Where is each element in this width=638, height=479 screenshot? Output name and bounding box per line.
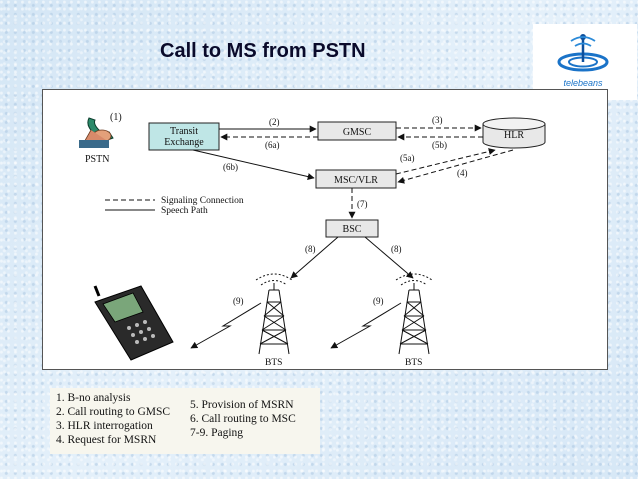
hlr-database-icon <box>482 117 546 149</box>
transit-exchange-box <box>148 122 220 151</box>
steps-legend: 1. B-no analysis 2. Call routing to GMSC… <box>50 388 320 454</box>
arrow-step-4 <box>397 149 514 184</box>
step-3-text: 3. HLR interrogation <box>56 420 153 432</box>
bts-tower-left-icon <box>255 273 293 355</box>
legend-signaling-label: Signaling Connection <box>161 196 244 206</box>
msc-vlr-label: MSC/VLR <box>334 175 378 186</box>
gmsc-label: GMSC <box>343 127 372 138</box>
step-label-7: (7) <box>357 199 368 209</box>
step-label-2: (2) <box>269 117 280 127</box>
network-diagram: (1) PSTN Transit Exchange GMSC HLR MSC/V… <box>42 89 608 370</box>
arrow-step-5a <box>395 148 496 175</box>
arrow-step-9-right <box>330 302 402 349</box>
step-label-9-left: (9) <box>233 296 244 306</box>
step-1-text: 1. B-no analysis <box>56 392 131 404</box>
hlr-label: HLR <box>504 130 524 141</box>
pstn-phone-icon <box>79 117 114 148</box>
logo-text: telebeans <box>563 78 603 88</box>
step-label-1: (1) <box>110 112 122 123</box>
slide-title: Call to MS from PSTN <box>160 40 366 62</box>
legend-speech-label: Speech Path <box>161 206 208 216</box>
transit-label-line1: Transit <box>170 126 198 137</box>
bsc-box <box>325 219 379 238</box>
step-5-text: 5. Provision of MSRN <box>190 399 294 411</box>
arrow-step-6b <box>192 149 315 180</box>
step-4-text: 4. Request for MSRN <box>56 434 157 446</box>
bts-left-label: BTS <box>265 358 282 368</box>
pstn-label: PSTN <box>85 154 109 165</box>
arrow-step-8-left <box>290 236 339 279</box>
step-label-6b: (6b) <box>223 162 238 172</box>
mobile-station-phone-icon <box>93 285 174 361</box>
step-label-5a: (5a) <box>400 153 415 163</box>
step-label-8-right: (8) <box>391 244 402 254</box>
arrow-step-8-right <box>364 236 414 279</box>
bts-tower-right-icon <box>395 273 433 355</box>
step-6-text: 6. Call routing to MSC <box>190 413 296 425</box>
step-label-6a: (6a) <box>265 140 280 150</box>
msc-vlr-box <box>315 169 397 189</box>
step-7-9-text: 7-9. Paging <box>190 427 243 439</box>
bsc-label: BSC <box>343 224 362 235</box>
step-2-text: 2. Call routing to GMSC <box>56 406 170 418</box>
bts-right-label: BTS <box>405 358 422 368</box>
step-label-9-right: (9) <box>373 296 384 306</box>
step-label-3: (3) <box>432 115 443 125</box>
telebeans-logo: telebeans <box>533 24 637 100</box>
step-label-4: (4) <box>457 168 468 178</box>
arrow-step-9-left <box>190 302 262 349</box>
step-label-8-left: (8) <box>305 244 316 254</box>
logo-emblem-icon <box>557 34 609 72</box>
gmsc-box <box>317 121 397 141</box>
step-label-5b: (5b) <box>432 140 447 150</box>
transit-label-line2: Exchange <box>164 137 204 148</box>
